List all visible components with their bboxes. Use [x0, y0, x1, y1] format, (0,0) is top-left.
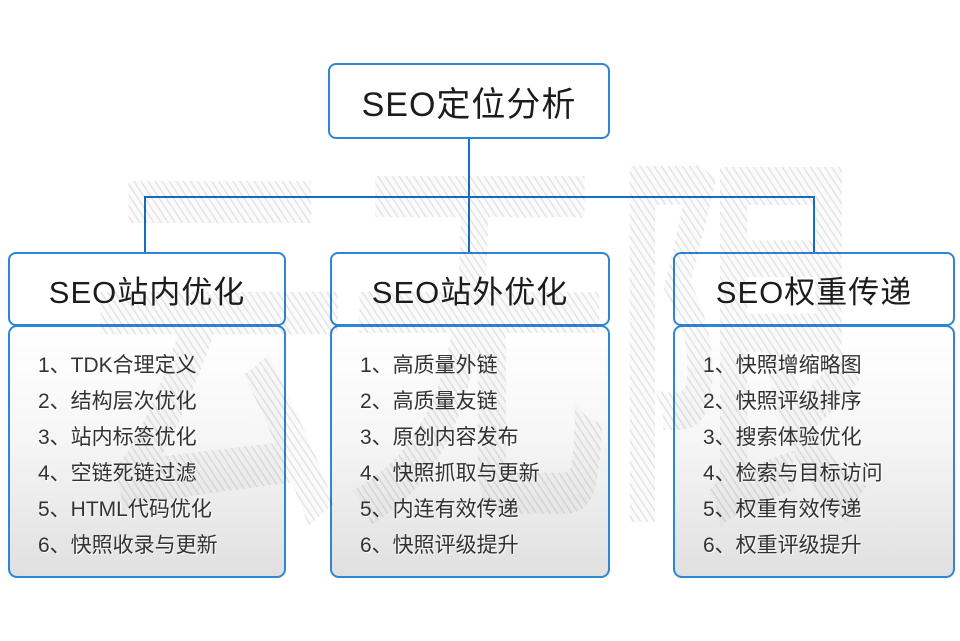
- root-node-seo-positioning: SEO定位分析: [328, 63, 610, 139]
- list-item: 3、站内标签优化: [38, 426, 197, 449]
- list-item: 6、快照收录与更新: [38, 534, 218, 557]
- list-item: 3、搜索体验优化: [703, 426, 862, 449]
- list-item: 2、快照评级排序: [703, 390, 862, 413]
- list-item: 3、原创内容发布: [360, 426, 519, 449]
- list-item: 1、快照增缩略图: [703, 354, 862, 377]
- root-node-label: SEO定位分析: [361, 85, 577, 124]
- column-header-onsite-label: SEO站内优化: [48, 274, 246, 310]
- list-item: 5、内连有效传递: [360, 498, 519, 521]
- connector-middle-drop: [468, 196, 470, 253]
- column-header-weight-label: SEO权重传递: [715, 274, 913, 310]
- connector-right-drop: [813, 196, 815, 253]
- panel-offsite-list: 1、高质量外链 2、高质量友链 3、原创内容发布 4、快照抓取与更新 5、内连有…: [330, 325, 610, 578]
- connector-root-vertical: [468, 139, 470, 197]
- list-item: 4、快照抓取与更新: [360, 462, 540, 485]
- list-item: 1、高质量外链: [360, 354, 498, 377]
- column-header-offsite-label: SEO站外优化: [371, 274, 569, 310]
- connector-left-drop: [144, 196, 146, 253]
- list-item: 1、TDK合理定义: [38, 354, 197, 377]
- list-item: 5、权重有效传递: [703, 498, 862, 521]
- list-item: 2、高质量友链: [360, 390, 498, 413]
- list-item: 6、权重评级提升: [703, 534, 862, 557]
- column-header-onsite: SEO站内优化: [8, 252, 286, 326]
- panel-onsite-list: 1、TDK合理定义 2、结构层次优化 3、站内标签优化 4、空链死链过滤 5、H…: [8, 325, 286, 578]
- list-item: 2、结构层次优化: [38, 390, 197, 413]
- list-item: 4、空链死链过滤: [38, 462, 197, 485]
- list-item: 5、HTML代码优化: [38, 498, 212, 521]
- panel-weight-list: 1、快照增缩略图 2、快照评级排序 3、搜索体验优化 4、检索与目标访问 5、权…: [673, 325, 955, 578]
- weight-item-list: 1、快照增缩略图 2、快照评级排序 3、搜索体验优化 4、检索与目标访问 5、权…: [675, 327, 953, 564]
- connector-horizontal: [144, 196, 815, 198]
- offsite-item-list: 1、高质量外链 2、高质量友链 3、原创内容发布 4、快照抓取与更新 5、内连有…: [332, 327, 608, 564]
- column-header-offsite: SEO站外优化: [330, 252, 610, 326]
- onsite-item-list: 1、TDK合理定义 2、结构层次优化 3、站内标签优化 4、空链死链过滤 5、H…: [10, 327, 284, 564]
- column-header-weight: SEO权重传递: [673, 252, 955, 326]
- list-item: 4、检索与目标访问: [703, 462, 883, 485]
- list-item: 6、快照评级提升: [360, 534, 519, 557]
